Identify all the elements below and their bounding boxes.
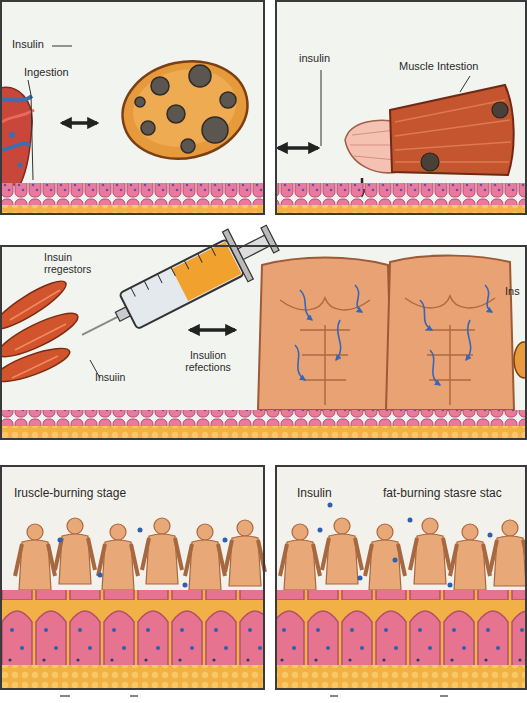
label-text: insulin [299,52,330,65]
fat-layer [277,665,525,690]
muscle-tissue [2,590,263,665]
panel-bg [275,465,527,690]
panel-box: InsulinIngestion [0,0,265,215]
panel-bg [0,0,265,215]
label-text: fat-burning stasre stac [383,487,502,501]
cell-layer [0,183,265,205]
label-text: Insuin rregestors [44,251,104,275]
panel-bg [275,0,527,215]
panel-bg [0,245,527,440]
label-text: Iruscle-burning stage [14,487,126,501]
muscle [345,85,514,175]
panel-box: insulinMuscle Intestion [275,0,527,215]
label-text: Insulin [12,38,44,51]
cell-layer [0,410,527,426]
muscle-fibers [0,274,82,388]
label-text: Ins [505,285,520,298]
panel-box: Insuin rregestorsInsulion refectionsInsu… [0,245,527,440]
label-text: Muscle Intestion [399,60,478,73]
people [15,518,527,590]
cell-layer [275,183,527,205]
panel-box: Insulin fat-burning stasre stac [275,465,527,690]
label-text: Insulin [297,487,332,501]
fat-layer [0,426,527,438]
label-text: Ingestion [24,66,69,79]
double-arrow [62,121,97,125]
syringe [69,213,285,360]
fat-cell [113,50,256,170]
double-arrow [190,328,235,332]
heart-vessels [0,87,34,185]
double-arrow [278,146,318,150]
label-text: Insuiin [95,371,125,383]
label-text: Insulion refections [172,349,244,373]
fat-layer [2,665,263,690]
torsos [258,256,514,410]
muscle-tissue [277,590,525,665]
bottom-marks [60,695,448,696]
panel-box: Iruscle-burning stage [0,465,265,690]
panel-bg [0,465,265,690]
